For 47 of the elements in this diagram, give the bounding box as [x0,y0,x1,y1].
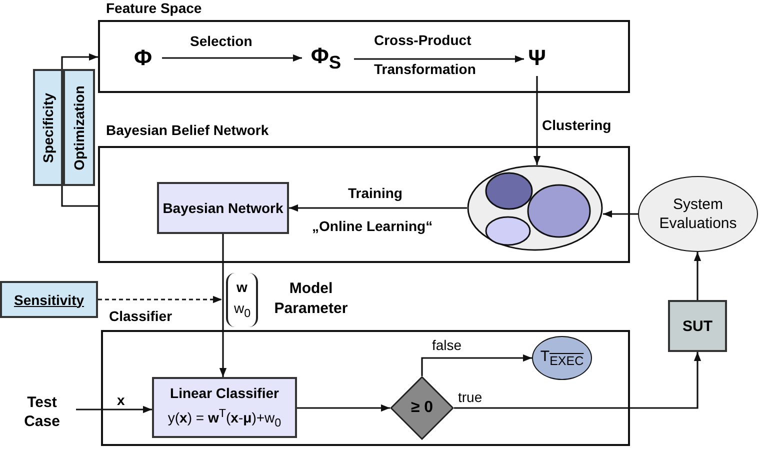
box-title: Linear Classifier [170,385,279,402]
edge-label: Cross-Product [374,32,472,48]
system-box [668,300,727,352]
arrow [533,76,541,165]
rotated-label: Specificity [40,92,56,163]
arrow [76,406,152,414]
node-caption: Model Parameter [273,279,349,319]
arrow [162,54,302,62]
annotation-text: „Online Learning“ [312,218,433,234]
label-box [33,69,63,186]
math-symbol: Φ$_{S}$ [310,42,342,74]
box-label: SUT [682,318,712,334]
group-title: Bayesian Belief Network [106,122,269,138]
arrow [219,234,227,377]
arrow [98,296,222,304]
arrow [603,210,638,218]
group-title: Feature Space [106,0,202,16]
group-title: Classifier [109,308,172,324]
edge-label: Training [348,185,402,201]
box-title: Bayesian Network [162,200,284,216]
edge-label: Clustering [542,117,612,133]
terminal-text: T$_{EXEC}$ [540,348,584,368]
edge-label: x [117,392,125,408]
edge-label: false [432,337,462,353]
edge-label: Selection [190,33,252,49]
input-label: Test Case [23,393,61,431]
arrow [694,252,702,300]
math-symbol: Φ [134,45,152,71]
annotation-text: Transformation [374,61,476,77]
arrow [297,404,390,412]
arrow [421,354,532,376]
node-text: System Evaluations [658,195,738,233]
arrow [354,55,524,63]
decision-text: ≥ 0 [410,399,434,417]
process-box [157,182,289,234]
arrow [454,352,702,409]
vector-entries: w w$_{0}$ [234,278,250,322]
box-label: Sensitivity [14,292,84,308]
arrow [289,204,467,212]
label-box [0,281,98,318]
formula-text: y(x) = w$^{T}$(x-μ)+w$_{0}$ [168,407,282,430]
label-box [63,69,95,186]
rotated-label: Optimization [71,85,87,170]
edge-label: true [458,389,482,405]
parameter-vector [226,273,258,327]
process-box [152,377,297,438]
math-symbol: Ψ [528,45,546,71]
